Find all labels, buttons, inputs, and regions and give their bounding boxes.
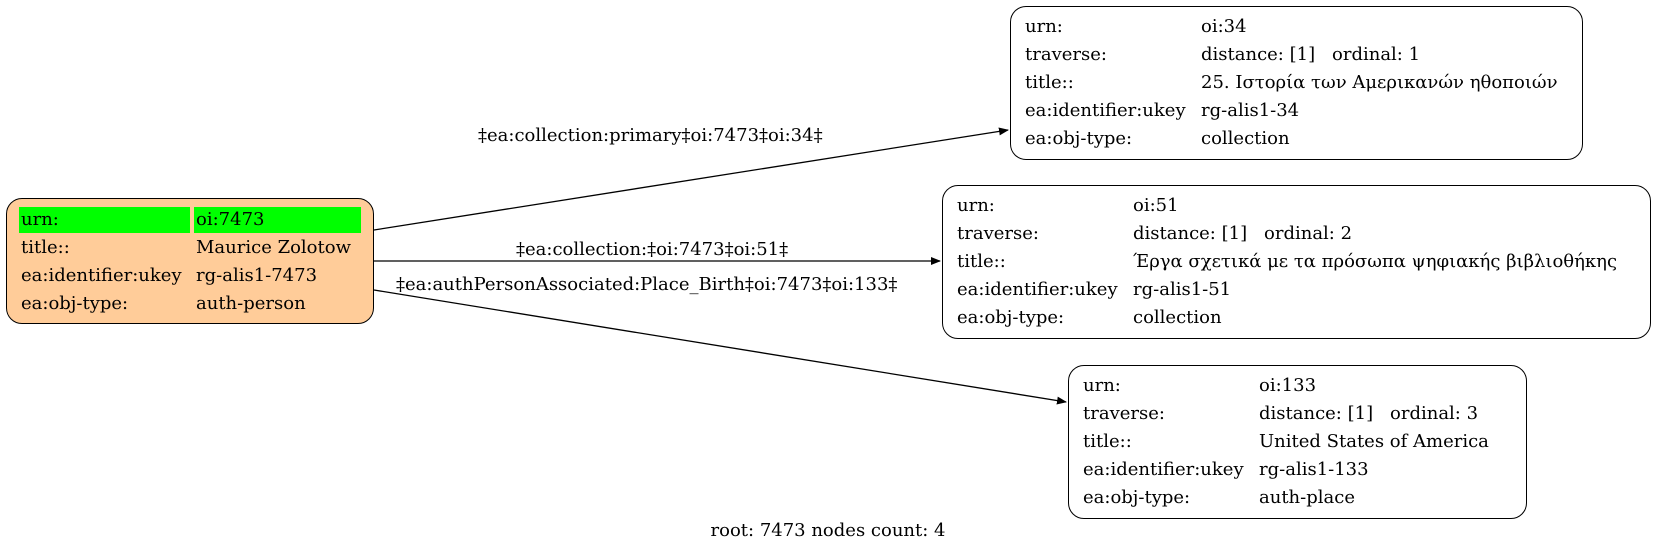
node-oi34-traverse-label: traverse: [1025,44,1107,65]
node-oi34-title-label: title:: [1025,72,1074,93]
node-oi34-title-value: 25. Ιστορία των Αμερικανών ηθοποιών [1201,72,1558,93]
root-ukey-value: rg-alis1-7473 [196,265,318,286]
node-oi34-objtype-value: collection [1201,128,1290,149]
root-row-title: title:: Maurice Zolotow [21,235,371,261]
node-oi34[interactable]: urn: oi:34 traverse: distance: [1] ordin… [1010,6,1583,160]
node-oi51-traverse-label: traverse: [957,223,1039,244]
node-oi34-urn-label: urn: [1025,16,1063,37]
node-oi133-ordinal: ordinal: 3 [1390,403,1479,424]
root-row-urn: urn: oi:7473 [19,207,369,233]
root-urn-label: urn: [19,207,190,233]
node-oi34-ordinal: ordinal: 1 [1332,44,1421,65]
node-oi51-ukey-label: ea:identifier:ukey [957,279,1118,300]
node-oi133-objtype-value: auth-place [1259,487,1355,508]
edge-line-oi34 [373,127,1009,231]
node-oi34-ukey-label: ea:identifier:ukey [1025,100,1186,121]
node-oi51[interactable]: urn: oi:51 traverse: distance: [1] ordin… [942,185,1651,339]
node-oi51-objtype-value: collection [1133,307,1222,328]
root-objtype-value: auth-person [196,293,306,314]
root-row-ukey: ea:identifier:ukey rg-alis1-7473 [21,263,371,289]
edge-label-oi133: ‡ea:authPersonAssociated:Place_Birth‡oi:… [396,274,898,295]
edge-label-oi34: ‡ea:collection:primary‡oi:7473‡oi:34‡ [478,125,823,146]
node-oi51-ordinal: ordinal: 2 [1264,223,1353,244]
root-title-value: Maurice Zolotow [196,237,351,258]
root-node[interactable]: urn: oi:7473 title:: Maurice Zolotow ea:… [6,198,374,324]
node-oi133-distance: distance: [1] [1259,403,1374,424]
node-oi51-urn-label: urn: [957,195,995,216]
node-oi34-urn-value: oi:34 [1201,16,1247,37]
node-oi51-objtype-label: ea:obj-type: [957,307,1065,328]
node-oi133-ukey-value: rg-alis1-133 [1259,459,1369,480]
node-oi133-title-label: title:: [1083,431,1132,452]
node-oi34-distance: distance: [1] [1201,44,1316,65]
node-oi34-objtype-label: ea:obj-type: [1025,128,1133,149]
graph-footer: root: 7473 nodes count: 4 [710,520,946,541]
node-oi133-urn-value: oi:133 [1259,375,1317,396]
node-oi34-ukey-value: rg-alis1-34 [1201,100,1300,121]
root-urn-value: oi:7473 [194,207,361,233]
node-oi51-ukey-value: rg-alis1-51 [1133,279,1232,300]
node-oi133[interactable]: urn: oi:133 traverse: distance: [1] ordi… [1068,365,1527,519]
root-objtype-label: ea:obj-type: [21,293,129,314]
node-oi133-objtype-label: ea:obj-type: [1083,487,1191,508]
node-oi51-title-value: Έργα σχετικά με τα πρόσωπα ψηφιακής βιβλ… [1133,251,1618,272]
root-title-label: title:: [21,237,70,258]
node-oi51-title-label: title:: [957,251,1006,272]
root-ukey-label: ea:identifier:ukey [21,265,182,286]
node-oi133-ukey-label: ea:identifier:ukey [1083,459,1244,480]
node-oi133-traverse-label: traverse: [1083,403,1165,424]
node-oi51-distance: distance: [1] [1133,223,1248,244]
node-oi51-urn-value: oi:51 [1133,195,1179,216]
node-oi133-title-value: United States of America [1259,431,1489,452]
node-oi133-urn-label: urn: [1083,375,1121,396]
edge-line-oi133 [373,289,1067,405]
edge-label-oi51: ‡ea:collection:‡oi:7473‡oi:51‡ [516,239,789,260]
root-row-objtype: ea:obj-type: auth-person [21,291,371,317]
